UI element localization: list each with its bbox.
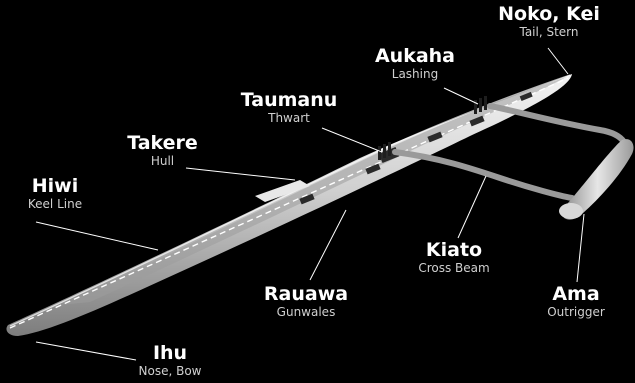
label-ihu-subtitle: Nose, Bow — [138, 363, 202, 378]
leader-lines — [35, 47, 585, 361]
cross-beam-front — [392, 149, 575, 201]
leader-rauawa — [309, 209, 347, 281]
label-kiato: Kiato Cross Beam — [394, 240, 514, 275]
label-aukaha-subtitle: Lashing — [391, 66, 439, 81]
lashing-marks — [378, 96, 487, 160]
outrigger-tip — [559, 203, 583, 219]
label-rauawa: Rauawa Gunwales — [246, 284, 366, 319]
cross-beam-rear — [487, 103, 627, 145]
label-aukaha-title: Aukaha — [374, 45, 456, 67]
leader-taumanu — [321, 127, 383, 153]
label-noko: Noko, Kei Tail, Stern — [474, 4, 624, 39]
leader-aukaha — [443, 87, 479, 105]
outrigger-shape — [561, 139, 634, 220]
label-noko-subtitle: Tail, Stern — [519, 24, 579, 39]
label-taumanu-subtitle: Thwart — [268, 110, 310, 125]
label-hiwi: Hiwi Keel Line — [0, 176, 110, 211]
keel-line — [9, 77, 569, 329]
label-rauawa-subtitle: Gunwales — [276, 304, 336, 319]
label-ama: Ama Outrigger — [526, 284, 626, 319]
seat-plate — [255, 180, 310, 202]
leader-ama — [576, 213, 585, 283]
label-hiwi-subtitle: Keel Line — [27, 196, 83, 211]
label-ama-subtitle: Outrigger — [547, 304, 605, 319]
label-aukaha: Aukaha Lashing — [355, 46, 475, 81]
label-noko-title: Noko, Kei — [498, 3, 600, 25]
label-takere-title: Takere — [127, 132, 198, 154]
leader-takere — [185, 167, 296, 181]
label-takere: Takere Hull — [105, 133, 220, 168]
gunwale-edge — [9, 74, 571, 327]
label-ihu-title: Ihu — [152, 342, 188, 364]
label-kiato-title: Kiato — [425, 239, 483, 261]
label-kiato-subtitle: Cross Beam — [418, 260, 490, 275]
leader-noko — [547, 47, 569, 75]
label-hiwi-title: Hiwi — [31, 175, 79, 197]
leader-kiato — [457, 175, 487, 239]
label-taumanu-title: Taumanu — [240, 89, 338, 111]
leader-hiwi — [35, 221, 159, 251]
label-rauawa-title: Rauawa — [263, 283, 349, 305]
label-ihu: Ihu Nose, Bow — [118, 343, 222, 378]
label-taumanu: Taumanu Thwart — [224, 90, 354, 125]
leader-ihu — [35, 341, 137, 361]
label-ama-title: Ama — [552, 283, 600, 305]
label-takere-subtitle: Hull — [150, 153, 175, 168]
